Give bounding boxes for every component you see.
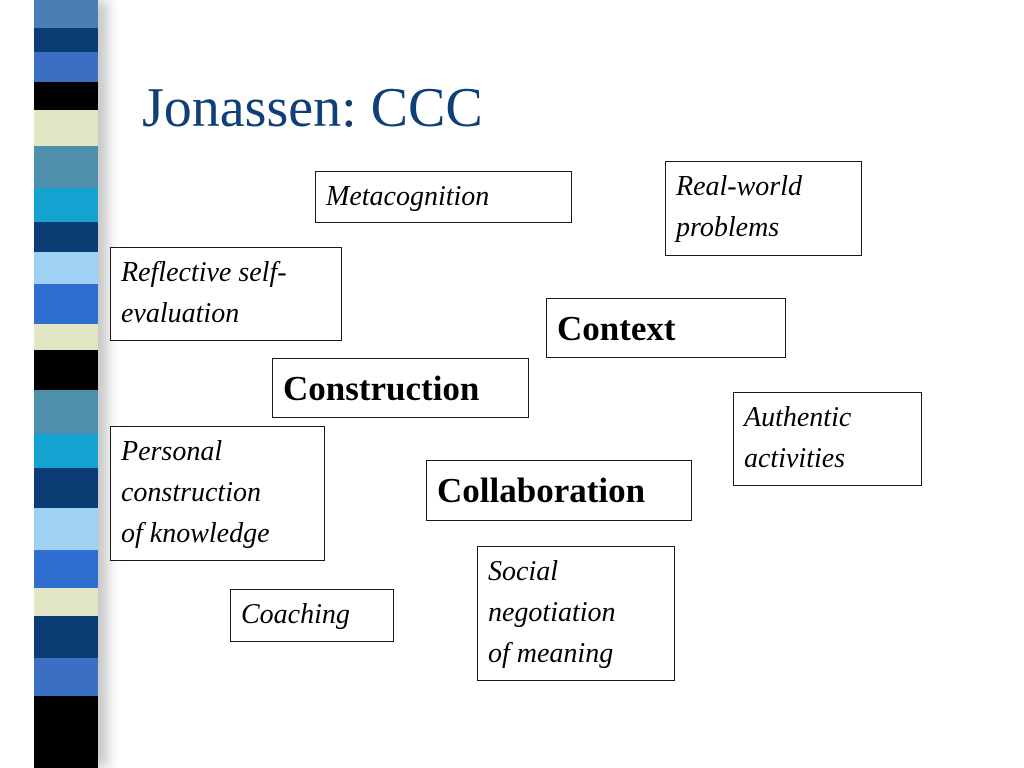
stripe-segment bbox=[34, 28, 98, 52]
stripe-segment bbox=[34, 468, 98, 508]
stripe-segment bbox=[34, 324, 98, 350]
stripe-segment bbox=[34, 252, 98, 284]
stripe-segment bbox=[34, 82, 98, 110]
stripe-segment bbox=[34, 658, 98, 696]
authentic-activities-box: Authentic activities bbox=[733, 392, 922, 486]
decorative-stripe-bar bbox=[34, 0, 98, 768]
personal-construction-box: Personal construction of knowledge bbox=[110, 426, 325, 561]
stripe-segment bbox=[34, 616, 98, 658]
stripe-segment bbox=[34, 284, 98, 324]
stripe-segment bbox=[34, 188, 98, 222]
metacognition-box: Metacognition bbox=[315, 171, 572, 223]
stripe-segment bbox=[34, 508, 98, 550]
stripe-segment bbox=[34, 350, 98, 390]
stripe-segment bbox=[34, 146, 98, 188]
stripe-segment bbox=[34, 110, 98, 146]
coaching-box: Coaching bbox=[230, 589, 394, 642]
social-negotiation-box: Social negotiation of meaning bbox=[477, 546, 675, 681]
reflective-self-evaluation-box: Reflective self- evaluation bbox=[110, 247, 342, 341]
real-world-problems-box: Real-world problems bbox=[665, 161, 862, 256]
stripe-segment bbox=[34, 222, 98, 252]
slide-title: Jonassen: CCC bbox=[142, 77, 483, 139]
stripe-segment bbox=[34, 550, 98, 588]
collaboration-box: Collaboration bbox=[426, 460, 692, 521]
context-box: Context bbox=[546, 298, 786, 358]
stripe-segment bbox=[34, 588, 98, 616]
stripe-segment bbox=[34, 696, 98, 768]
stripe-segment bbox=[34, 390, 98, 434]
stripe-segment bbox=[34, 0, 98, 28]
stripe-segment bbox=[34, 434, 98, 468]
construction-box: Construction bbox=[272, 358, 529, 418]
stripe-segment bbox=[34, 52, 98, 82]
